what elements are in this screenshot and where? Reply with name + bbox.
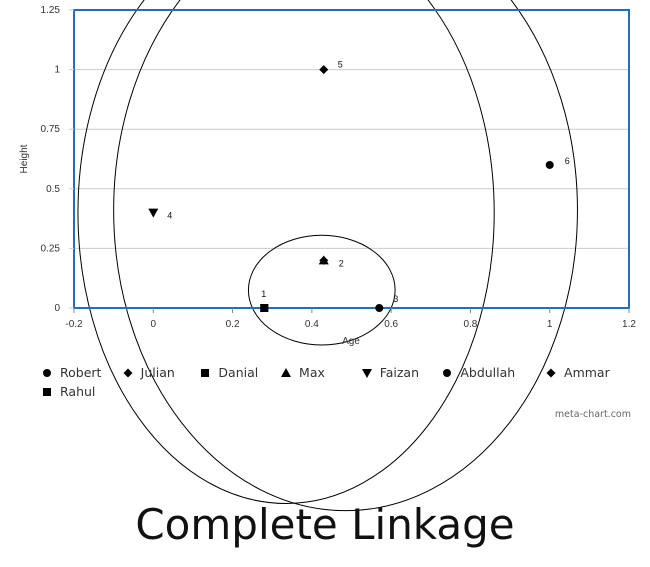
point-label: 4 (167, 211, 172, 221)
legend-marker-shape (201, 368, 210, 377)
data-points: 3 5 1 2 4 6 (148, 60, 570, 312)
caption-title: Complete Linkage (135, 500, 515, 549)
x-tick-label: 1 (547, 319, 553, 330)
cluster-outlines (77, 0, 578, 512)
x-tick-label: -0.2 (65, 319, 83, 330)
chart-legend: Robert Julian Danial Max Faizan Abdullah Ammar… (40, 363, 640, 401)
legend-item-abdullah[interactable]: Abdullah (440, 365, 544, 380)
legend-marker-shape (43, 387, 51, 396)
legend-item-julian[interactable]: Julian (121, 365, 199, 380)
point-label: 5 (338, 60, 343, 70)
legend-marker-shape (361, 368, 372, 378)
point-rahul (260, 304, 269, 312)
point-label: 6 (565, 156, 570, 166)
point-julian (319, 65, 329, 75)
legend-label: Rahul (60, 384, 96, 399)
legend-row: Rahul (40, 382, 640, 401)
legend-label: Robert (60, 365, 102, 380)
legend-label: Julian (140, 365, 175, 380)
y-tick-label: 0.5 (46, 184, 60, 195)
x-tick-label: 0 (151, 319, 157, 330)
legend-marker (123, 368, 133, 377)
legend-marker-shape (546, 368, 556, 377)
legend-label: Faizan (379, 365, 420, 380)
legend-item-rahul[interactable]: Rahul (40, 384, 124, 399)
legend-marker (43, 387, 51, 396)
legend-item-max[interactable]: Max (279, 365, 360, 380)
point-label: 3 (393, 294, 398, 304)
legend-label: Danial (218, 365, 259, 380)
legend-label: Abdullah (460, 365, 516, 380)
legend-marker-shape (43, 368, 51, 377)
point-robert (375, 304, 384, 312)
legend-marker (201, 368, 210, 377)
point-faizan (148, 208, 159, 218)
legend-item-robert[interactable]: Robert (40, 365, 121, 380)
cluster-outline (247, 234, 396, 346)
point-label: 1 (261, 289, 266, 299)
legend-marker (281, 367, 292, 377)
x-tick-label: 0.6 (384, 319, 398, 330)
y-tick-label: 1.25 (41, 5, 61, 16)
y-tick-label: 1 (54, 65, 60, 76)
cluster-outline (77, 0, 495, 504)
y-axis-title: Height (19, 144, 30, 173)
plot-area-border (73, 9, 630, 309)
legend-marker (43, 368, 51, 377)
legend-marker (443, 368, 452, 377)
legend-label: Ammar (564, 365, 610, 380)
y-tick-label: 0 (54, 303, 60, 314)
legend-item-danial[interactable]: Danial (198, 365, 279, 380)
legend-item-faizan[interactable]: Faizan (360, 365, 441, 380)
x-tick-label: 0.2 (226, 319, 240, 330)
legend-row: Robert Julian Danial Max Faizan Abdullah Ammar (40, 363, 640, 382)
legend-marker-shape (443, 368, 452, 377)
watermark: meta-chart.com (554, 409, 631, 420)
legend-label: Max (299, 365, 325, 380)
y-tick-label: 0.75 (41, 124, 61, 135)
x-tick-label: 0.4 (305, 319, 319, 330)
point-abdullah (545, 160, 554, 169)
y-tick-label: 0.25 (41, 243, 61, 254)
grid-lines (74, 9, 629, 309)
legend-item-ammar[interactable]: Ammar (544, 365, 640, 380)
point-ammar (319, 255, 329, 265)
cluster-outline (113, 0, 578, 512)
axis-ticks: 0 0.25 0.5 0.75 1 1.25 -0.2 0 0.2 0.4 0.6 0.8 1 1.2 (41, 5, 637, 330)
legend-marker (546, 368, 556, 377)
legend-marker (361, 368, 372, 378)
legend-marker-shape (123, 368, 133, 377)
x-tick-label: 0.8 (463, 319, 477, 330)
x-tick-label: 1.2 (622, 319, 636, 330)
x-axis-title: Age (342, 336, 360, 347)
point-label: 2 (339, 258, 344, 268)
legend-marker-shape (281, 367, 292, 377)
